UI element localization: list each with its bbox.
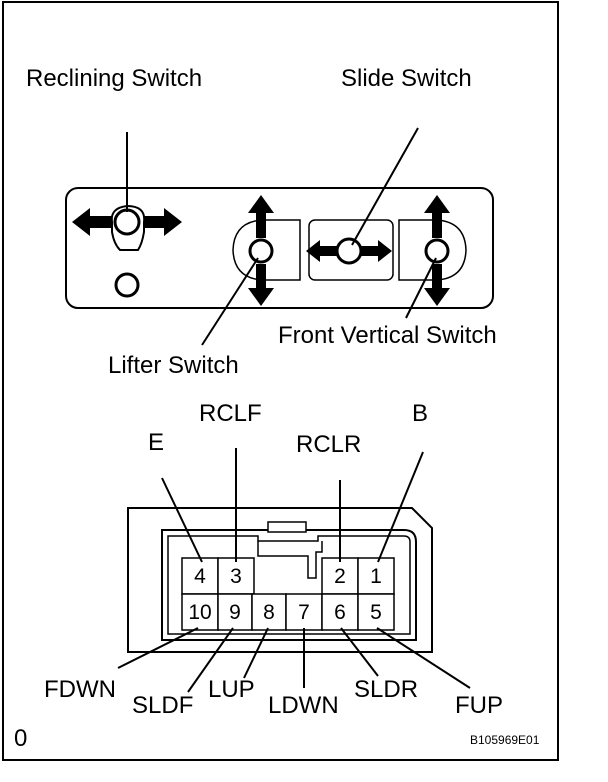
lifter-switch-label: Lifter Switch — [108, 352, 239, 379]
front-vertical-switch-label: Front Vertical Switch — [278, 322, 497, 349]
slide-leader-line — [351, 127, 419, 246]
lifter-leader-line — [201, 257, 259, 346]
connector: 4 3 2 1 10 9 8 7 6 5 — [127, 507, 433, 653]
lifter-up-arrow-icon — [248, 195, 274, 238]
lifter-down-arrow-icon — [248, 264, 274, 306]
pin-cell-9 — [217, 593, 253, 631]
pin-cell-8 — [251, 593, 287, 631]
terminal-label-rclr: RCLR — [296, 431, 361, 458]
terminal-label-fdwn: FDWN — [44, 676, 116, 703]
pin-number-8: 8 — [263, 601, 275, 624]
pin-cell-10 — [181, 593, 219, 631]
terminal-label-fup: FUP — [455, 692, 503, 719]
reclining-switch-label: Reclining Switch — [26, 65, 202, 92]
leader-lup — [243, 627, 269, 679]
slide-switch-label: Slide Switch — [341, 65, 472, 92]
front-vertical-leader-line — [405, 257, 437, 319]
reclining-switch — [72, 204, 182, 298]
pin-number-10: 10 — [188, 601, 211, 624]
pin-number-3: 3 — [230, 565, 242, 588]
lifter-knob — [248, 238, 274, 264]
connector-inner-outline — [167, 535, 411, 635]
pin-number-6: 6 — [334, 601, 346, 624]
terminal-label-sldr: SLDR — [354, 676, 418, 703]
front-vertical-up-arrow-icon — [424, 195, 450, 238]
reclining-left-arrow-icon — [72, 208, 112, 236]
terminal-label-rclf: RCLF — [199, 400, 262, 427]
slide-knob — [335, 237, 363, 265]
leader-b — [377, 451, 424, 563]
terminal-label-b: B — [412, 400, 428, 427]
slide-switch — [306, 219, 394, 281]
terminal-label-sldf: SLDF — [132, 692, 193, 719]
connector-key — [257, 541, 323, 579]
figure-code: B105969E01 — [470, 733, 540, 747]
frame — [2, 1, 559, 761]
lifter-switch — [232, 195, 301, 306]
reclining-knob — [113, 208, 141, 236]
reclining-right-arrow-icon — [144, 208, 182, 236]
pin-number-7: 7 — [298, 601, 310, 624]
slide-left-arrow-icon — [306, 240, 337, 262]
pin-number-2: 2 — [334, 565, 346, 588]
pin-cell-3 — [217, 557, 255, 595]
terminal-label-e: E — [148, 429, 164, 456]
terminal-label-ldwn: LDWN — [268, 692, 339, 719]
pin-number-9: 9 — [229, 601, 241, 624]
front-vertical-knob — [424, 238, 450, 264]
pin-cell-5 — [357, 593, 395, 631]
leader-sldr — [340, 627, 379, 677]
pin-cell-7 — [285, 593, 323, 631]
terminal-label-lup: LUP — [208, 676, 255, 703]
pin-number-4: 4 — [194, 565, 206, 588]
reclining-secondary-knob — [114, 272, 140, 298]
pin-number-5: 5 — [370, 601, 382, 624]
leader-e — [161, 477, 203, 563]
pin-cell-6 — [321, 593, 359, 631]
leader-fup — [376, 627, 471, 689]
leader-sldf — [187, 627, 234, 693]
pin-number-1: 1 — [370, 565, 382, 588]
leader-fdwn — [117, 627, 199, 669]
slide-right-arrow-icon — [361, 240, 392, 262]
front-vertical-down-arrow-icon — [424, 264, 450, 306]
front-vertical-switch — [398, 195, 467, 306]
switch-panel — [65, 187, 494, 309]
footer-left-text: 0 — [14, 725, 27, 752]
connector-lock-tab — [267, 521, 307, 533]
